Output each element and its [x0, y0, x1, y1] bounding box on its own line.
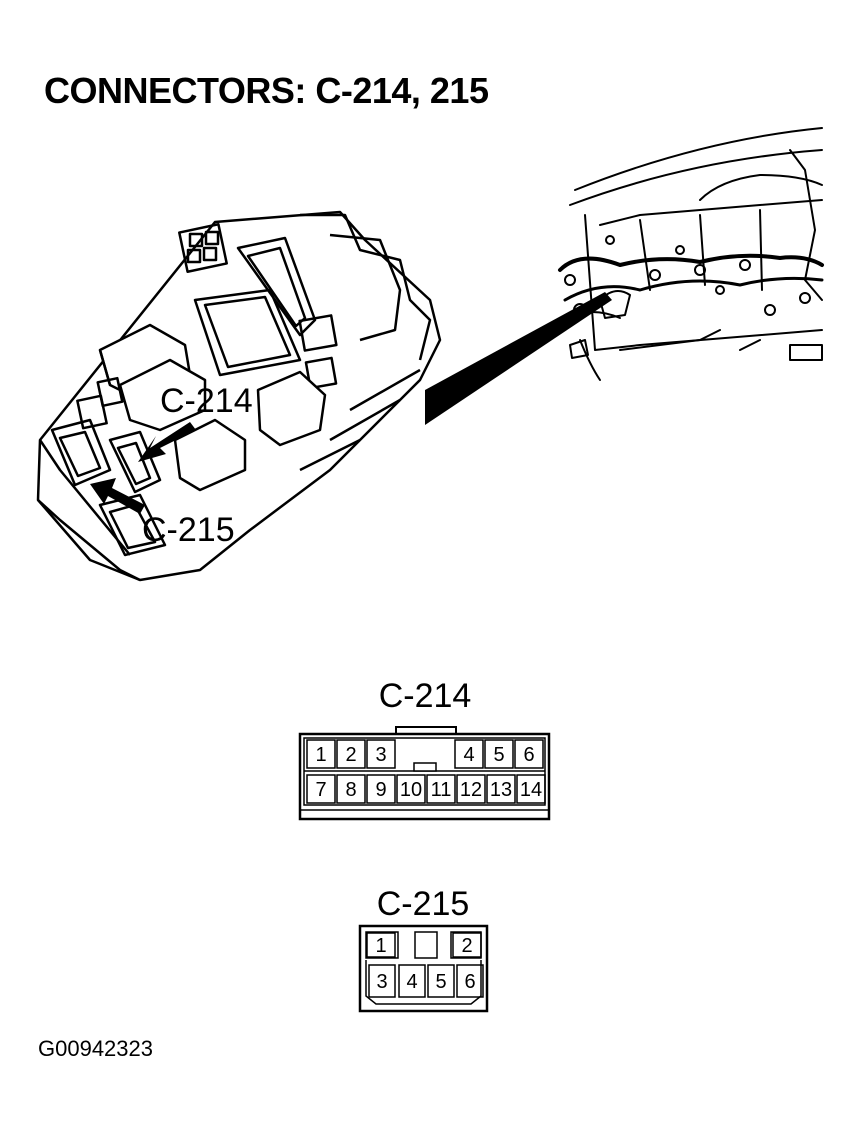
pin-cell	[514, 739, 544, 769]
pin-number: 7	[315, 779, 326, 801]
pin-number: 5	[435, 971, 446, 993]
pin-cell	[366, 774, 396, 804]
pin-number: 6	[523, 744, 534, 766]
pin-cell	[368, 964, 396, 998]
dashboard-illustration	[558, 127, 824, 381]
connector-c214-label: C-214	[379, 677, 472, 715]
pin-cell	[336, 739, 366, 769]
pin-cell	[484, 739, 514, 769]
pin-number: 2	[345, 744, 356, 766]
pin-cell	[456, 774, 486, 804]
callout-arrows	[90, 422, 196, 514]
c215-callout-label: C-215	[142, 511, 235, 549]
c214-callout-label: C-214	[160, 382, 253, 420]
pin-cell	[486, 774, 516, 804]
pin-number: 1	[315, 744, 326, 766]
pin-cell	[452, 932, 482, 958]
pin-number: 3	[375, 744, 386, 766]
pin-number: 9	[375, 779, 386, 801]
pin-cell	[396, 774, 426, 804]
pin-number: 4	[406, 971, 417, 993]
pin-cell	[454, 739, 484, 769]
junction-block-illustration	[36, 210, 442, 582]
pin-cell	[516, 774, 546, 804]
pin-number: 10	[400, 779, 422, 801]
pin-cell	[366, 932, 396, 958]
pin-cell	[306, 774, 336, 804]
figure-id: G00942323	[38, 1036, 153, 1061]
pin-number: 3	[376, 971, 387, 993]
pin-cell	[456, 964, 484, 998]
pin-number: 8	[345, 779, 356, 801]
pin-cell	[366, 739, 396, 769]
pin-number: 6	[464, 971, 475, 993]
pin-number: 1	[375, 935, 386, 957]
pin-cell	[427, 964, 455, 998]
c214-arrow	[138, 422, 196, 462]
pin-cell	[336, 774, 366, 804]
pin-number: 5	[493, 744, 504, 766]
pin-number: 11	[431, 779, 452, 801]
pin-number: 12	[460, 779, 482, 801]
pin-number: 4	[463, 744, 474, 766]
pin-number: 14	[520, 779, 542, 801]
pin-number: 2	[461, 935, 472, 957]
pin-cell	[306, 739, 336, 769]
diagram-title: CONNECTORS: C-214, 215	[44, 70, 489, 111]
c215-arrow	[90, 478, 145, 514]
pointer-wedge	[425, 292, 612, 425]
pin-cell	[398, 964, 426, 998]
connector-c215-label: C-215	[377, 885, 470, 923]
pin-number: 13	[490, 779, 512, 801]
pin-cell	[426, 774, 456, 804]
